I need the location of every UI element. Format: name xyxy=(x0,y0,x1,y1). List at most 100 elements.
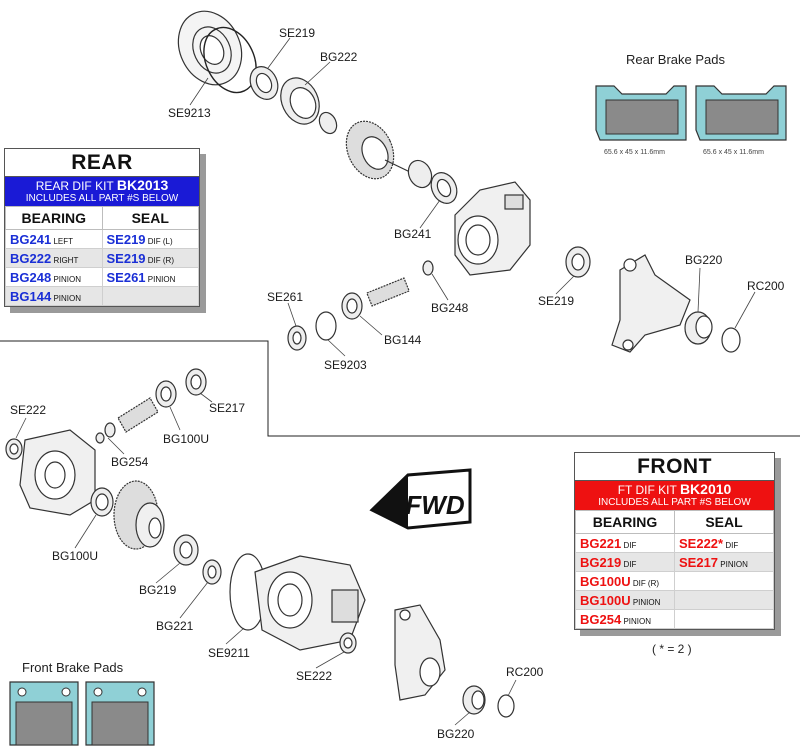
label-bg100u-top: BG100U xyxy=(163,432,210,446)
label-se261: SE261 xyxy=(267,290,304,304)
label-se217: SE217 xyxy=(209,401,246,415)
bearing-bg220-front xyxy=(462,685,486,715)
rear-kit-title: REAR xyxy=(5,149,199,177)
front-col-bearing: BEARING xyxy=(575,510,675,534)
table-row: BG254 PINION xyxy=(575,609,774,629)
front-brake-pad-left xyxy=(9,681,79,746)
table-row: BG241 LEFT SE219 DIF (L) xyxy=(5,229,199,249)
seal-se219-rear-top xyxy=(249,66,279,100)
front-brake-pad-right xyxy=(85,681,155,746)
seal-se222-left xyxy=(5,438,23,460)
seal-small-rear xyxy=(318,111,338,135)
ring-gear-rear xyxy=(345,120,411,180)
rear-kit-parts: BEARING SEAL BG241 LEFT SE219 DIF (L) BG… xyxy=(5,206,199,306)
rear-kit-table: REAR REAR DIF KIT BK2013 INCLUDES ALL PA… xyxy=(4,148,200,307)
rear-kit-band: REAR DIF KIT BK2013 INCLUDES ALL PART #S… xyxy=(5,177,199,206)
table-row: BG219 DIF SE217 PINION xyxy=(575,552,774,572)
pinion-gear-front xyxy=(95,397,159,444)
snap-ring-rc200-front xyxy=(497,694,515,718)
label-bg248: BG248 xyxy=(431,301,469,315)
front-col-seal: SEAL xyxy=(674,510,774,534)
front-kit-label: FT DIF KIT xyxy=(617,483,677,497)
bearing-bg100u-top xyxy=(155,380,177,408)
front-brake-pads-title: Front Brake Pads xyxy=(22,660,124,675)
label-rc200-bottom: RC200 xyxy=(506,665,544,679)
part-number: SE217 xyxy=(679,554,719,570)
label-bg254: BG254 xyxy=(111,455,149,469)
snap-ring-rc200-rear xyxy=(721,327,741,353)
label-se9203: SE9203 xyxy=(324,358,367,372)
rear-pad-dim-left: 65.6 x 45 x 11.6mm xyxy=(604,149,665,156)
label-bg220-bottom: BG220 xyxy=(437,727,475,741)
table-row: BG100U PINION xyxy=(575,590,774,610)
label-bg100u-left: BG100U xyxy=(52,549,99,563)
rear-cover-plate xyxy=(177,10,257,94)
part-number: BG100U xyxy=(580,592,631,608)
rear-brake-pad-left xyxy=(595,85,687,141)
seal-se222-bottom xyxy=(339,632,357,654)
table-row: BG100U DIF (R) xyxy=(575,571,774,591)
rear-kit-label: REAR DIF KIT xyxy=(35,179,114,193)
label-bg241: BG241 xyxy=(394,227,432,241)
label-se9211: SE9211 xyxy=(208,646,250,660)
rear-differential-housing xyxy=(454,181,531,276)
front-kit-code: BK2010 xyxy=(679,481,732,497)
fwd-label: FWD xyxy=(405,490,464,520)
bearing-bg100u-left xyxy=(90,487,114,517)
rear-kit-includes: INCLUDES ALL PART #S BELOW xyxy=(25,193,179,204)
pinion-gear-rear xyxy=(366,260,434,307)
bearing-bg219 xyxy=(173,534,199,566)
part-number: SE261 xyxy=(106,269,146,285)
rear-col-bearing: BEARING xyxy=(5,206,103,230)
rear-col-seal: SEAL xyxy=(101,206,199,230)
part-number: BG221 xyxy=(580,535,622,551)
seal-se261 xyxy=(287,325,307,351)
bearing-bg220-rear xyxy=(684,311,713,345)
bearing-bg241 xyxy=(407,159,458,204)
front-kit-title: FRONT xyxy=(575,453,774,481)
label-bg220-top: BG220 xyxy=(685,253,723,267)
front-cover-housing xyxy=(19,429,96,516)
front-differential-housing xyxy=(254,555,366,651)
part-number: SE219 xyxy=(106,231,146,247)
o-ring-se9203 xyxy=(315,311,337,341)
label-se222-bottom: SE222 xyxy=(296,669,333,683)
part-number: BG219 xyxy=(580,554,622,570)
section-divider xyxy=(0,340,800,437)
part-number: SE222* xyxy=(679,535,724,551)
front-kit-includes: INCLUDES ALL PART #S BELOW xyxy=(598,497,751,508)
front-kit-parts: BEARING SEAL BG221 DIF SE222* DIF BG219 … xyxy=(575,510,774,629)
rear-knuckle-link xyxy=(611,254,691,353)
label-bg222: BG222 xyxy=(320,50,358,64)
label-se219-top: SE219 xyxy=(279,26,316,40)
rear-kit-code: BK2013 xyxy=(116,177,169,193)
part-number: SE219 xyxy=(106,250,146,266)
front-kit-band: FT DIF KIT BK2010 INCLUDES ALL PART #S B… xyxy=(575,481,774,510)
part-number: BG248 xyxy=(10,269,52,285)
table-row: BG221 DIF SE222* DIF xyxy=(575,533,774,553)
label-bg144: BG144 xyxy=(384,333,422,347)
label-se9213: SE9213 xyxy=(168,106,211,120)
part-number: BG254 xyxy=(580,611,622,627)
bearing-bg221 xyxy=(202,559,222,585)
front-kit-table: FRONT FT DIF KIT BK2010 INCLUDES ALL PAR… xyxy=(574,452,775,630)
label-se222-left: SE222 xyxy=(10,403,47,417)
table-row: BG248 PINION SE261 PINION xyxy=(5,267,199,287)
label-bg219: BG219 xyxy=(139,583,177,597)
front-kit-footnote: ( * = 2 ) xyxy=(652,642,692,656)
label-bg221: BG221 xyxy=(156,619,194,633)
seal-se219-rear-mid xyxy=(565,246,591,278)
bearing-bg222 xyxy=(280,77,320,125)
fwd-arrow: FWD xyxy=(369,468,472,530)
rear-brake-pads-title: Rear Brake Pads xyxy=(626,52,725,67)
table-row: BG222 RIGHT SE219 DIF (R) xyxy=(5,248,199,268)
rear-pad-dim-right: 65.6 x 45 x 11.6mm xyxy=(703,149,764,156)
table-row: BG144 PINION xyxy=(5,286,199,306)
part-number: BG144 xyxy=(10,288,52,304)
rear-brake-pad-right xyxy=(695,85,787,141)
bearing-bg144 xyxy=(341,292,363,320)
ring-gear-front xyxy=(113,480,165,550)
front-steering-knuckle xyxy=(394,604,446,701)
part-number: BG222 xyxy=(10,250,52,266)
